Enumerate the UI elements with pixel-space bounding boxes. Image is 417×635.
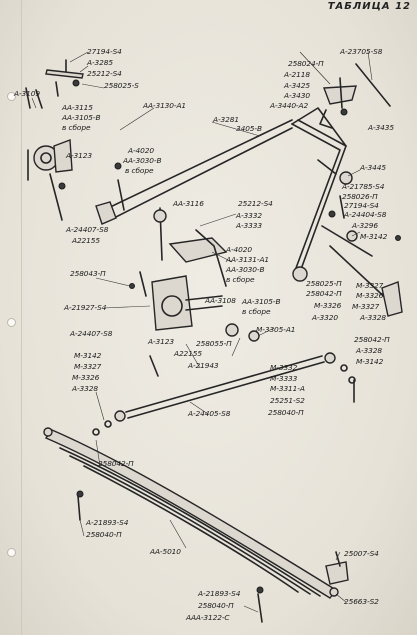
part-number-label: 258055-П — [196, 339, 232, 348]
part-number-label: М-3332 — [270, 363, 298, 372]
part-number-label: 25251-S2 — [270, 396, 305, 405]
part-number-label: М-3311-А — [270, 384, 305, 393]
part-number-label: 258042-П — [98, 459, 134, 468]
part-number-label: А-3445 — [360, 163, 386, 172]
leaf-spring — [43, 427, 339, 599]
page-fold-line — [21, 0, 22, 635]
part-number-label: 258040-П — [198, 601, 234, 610]
part-number-label: А-3285 — [87, 58, 113, 67]
part-number-label: 258026-П — [342, 192, 378, 201]
part-number-label: 25007-S4 — [344, 549, 379, 558]
part-number-label: А-3281 — [213, 115, 239, 124]
part-number-label: М-3305-А1 — [256, 325, 296, 334]
part-number-label: А-3328 — [360, 313, 386, 322]
part-number-label: 25663-S2 — [344, 597, 379, 606]
part-number-label: 25212-S4 — [238, 199, 273, 208]
part-number-label: 27194-S4 — [344, 201, 379, 210]
callout-leaders — [31, 51, 373, 613]
part-number-label: 258042-П — [354, 335, 390, 344]
part-number-label: А22155 — [72, 236, 100, 245]
part-number-label: А-21893-S4 — [198, 589, 241, 598]
part-number-label: АА-3030-В — [123, 156, 162, 165]
part-number-label: А-24407-S8 — [66, 225, 109, 234]
part-number-label: А-3425 — [284, 81, 310, 90]
part-number-label: М-3326 — [72, 373, 100, 382]
tie-rod — [92, 352, 356, 436]
part-number-label: 258040-П — [86, 530, 122, 539]
part-number-label: АА-3108 — [205, 296, 236, 305]
part-number-label: А-2118 — [284, 70, 310, 79]
binder-hole — [7, 92, 16, 101]
part-number-label: М-3333 — [270, 374, 298, 383]
part-number-label: М-3142 — [360, 232, 388, 241]
part-number-label: 258024-П — [288, 59, 324, 68]
part-number-label: А-21893-S4 — [86, 518, 129, 527]
part-number-label: А-4020 — [226, 245, 252, 254]
top-left-fasteners — [45, 59, 84, 97]
part-number-label: М-3326 — [314, 301, 342, 310]
part-number-label: АА-3116 — [173, 199, 204, 208]
part-number-label: ААА-3122-С — [186, 613, 230, 622]
part-number-label: А-3430 — [284, 91, 310, 100]
part-number-label: в сборе — [242, 307, 271, 316]
part-number-label: А-3320 — [312, 313, 338, 322]
part-number-label: АА-3105-В — [62, 113, 101, 122]
part-number-label: А-3109 — [14, 89, 40, 98]
part-number-label: А-3296 — [352, 221, 378, 230]
part-number-label: М-3327 — [74, 362, 102, 371]
left-steering-knuckle — [25, 87, 73, 221]
part-number-label: М-3327 — [352, 302, 380, 311]
part-number-label: А-3328 — [72, 384, 98, 393]
part-number-label: 258025-П — [306, 279, 342, 288]
part-number-label: М-3142 — [74, 351, 102, 360]
drag-link — [95, 119, 293, 225]
part-number-label: А-24405-S8 — [188, 409, 231, 418]
part-number-label: в сборе — [125, 166, 154, 175]
part-number-label: А22155 — [174, 349, 202, 358]
right-steering-arm — [317, 159, 403, 317]
part-number-label: М-3327 — [356, 281, 384, 290]
part-number-label: М-3326 — [356, 291, 384, 300]
part-number-label: 25212-S4 — [87, 69, 122, 78]
part-number-label: А-21943 — [188, 361, 219, 370]
part-number-label: А-3328 — [356, 346, 382, 355]
page-title: ТАБЛИЦА 12 — [327, 1, 411, 12]
part-number-label: 3405-В — [236, 124, 262, 133]
binder-hole — [7, 548, 16, 557]
part-number-label: А-3435 — [368, 123, 394, 132]
part-number-label: А-21927-S4 — [64, 303, 107, 312]
part-number-label: АА-3105-В — [242, 297, 281, 306]
part-number-label: А-3123 — [148, 337, 174, 346]
part-number-label: 27194-S4 — [87, 47, 122, 56]
part-number-label: АА-5010 — [150, 547, 181, 556]
part-number-label: А-21785-S4 — [342, 182, 385, 191]
part-number-label: АА-3130-А1 — [143, 101, 187, 110]
part-number-label: А-3332 — [236, 211, 262, 220]
part-number-label: АА-3115 — [62, 103, 93, 112]
part-number-label: А-23705-S8 — [340, 47, 383, 56]
part-number-label: А-3440-А2 — [270, 101, 309, 110]
part-number-label: А-4020 — [128, 146, 154, 155]
part-number-label: АА-3030-В — [226, 265, 265, 274]
part-number-label: А-3123 — [66, 151, 92, 160]
center-spindle-assembly — [129, 207, 260, 377]
part-number-label: М-3142 — [356, 357, 384, 366]
binder-hole — [7, 318, 16, 327]
v-radius-arm — [291, 107, 347, 282]
part-number-label: А-24407-S8 — [70, 329, 113, 338]
part-number-label: АА-3131-А1 — [226, 255, 270, 264]
upper-right-bracket — [319, 63, 391, 129]
part-number-label: 258040-П — [268, 408, 304, 417]
part-number-label: 258025-S — [104, 81, 139, 90]
part-number-label: А-24404-S8 — [344, 210, 387, 219]
part-number-label: в сборе — [226, 275, 255, 284]
part-number-label: в сборе — [62, 123, 91, 132]
part-number-label: А-3333 — [236, 221, 262, 230]
part-number-label: 258043-П — [70, 269, 106, 278]
spring-fasteners — [76, 490, 349, 623]
part-number-label: 258042-П — [306, 289, 342, 298]
